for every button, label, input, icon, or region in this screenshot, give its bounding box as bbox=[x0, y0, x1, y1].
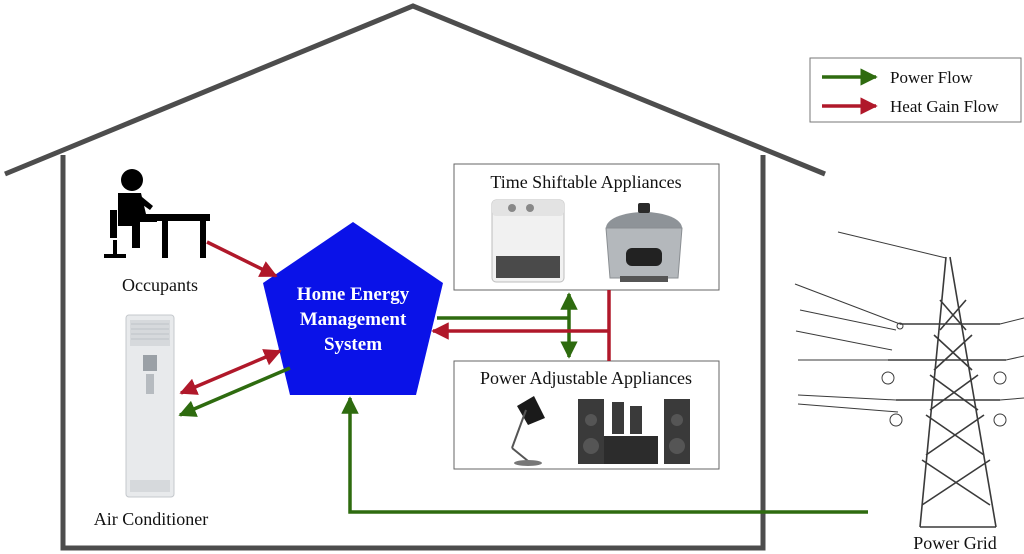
legend-power-flow-label: Power Flow bbox=[890, 68, 973, 87]
legend: Power Flow Heat Gain Flow bbox=[809, 57, 1022, 123]
air-conditioner-label: Air Conditioner bbox=[94, 509, 209, 529]
grid-power-arrow bbox=[341, 396, 868, 514]
occupants-label: Occupants bbox=[122, 275, 198, 295]
hems-ac-power-arrow bbox=[178, 366, 291, 417]
power-grid-label: Power Grid bbox=[913, 533, 997, 553]
power-adjustable-title: Power Adjustable Appliances bbox=[480, 368, 692, 388]
air-conditioner-icon bbox=[125, 314, 175, 498]
hems-label-line2: Management bbox=[300, 309, 407, 330]
washing-machine-icon bbox=[491, 199, 565, 283]
occupant-at-desk-icon bbox=[104, 169, 210, 258]
rice-cooker-icon bbox=[605, 203, 683, 282]
hems-node: Home Energy Management System bbox=[263, 222, 443, 395]
hems-label-line3: System bbox=[324, 334, 382, 355]
flow-arrows bbox=[178, 240, 868, 514]
legend-heat-gain-label: Heat Gain Flow bbox=[890, 97, 999, 116]
time-shiftable-title: Time Shiftable Appliances bbox=[490, 172, 681, 192]
hems-label-line1: Home Energy bbox=[297, 284, 410, 305]
occupants-heat-gain-arrow bbox=[206, 240, 278, 278]
desk-lamp-icon bbox=[511, 396, 545, 466]
hems-ac-heat-gain-arrow bbox=[179, 349, 282, 395]
speaker-system-icon bbox=[578, 399, 690, 464]
house-outline bbox=[4, 3, 826, 551]
transmission-tower-icon bbox=[794, 231, 1024, 528]
